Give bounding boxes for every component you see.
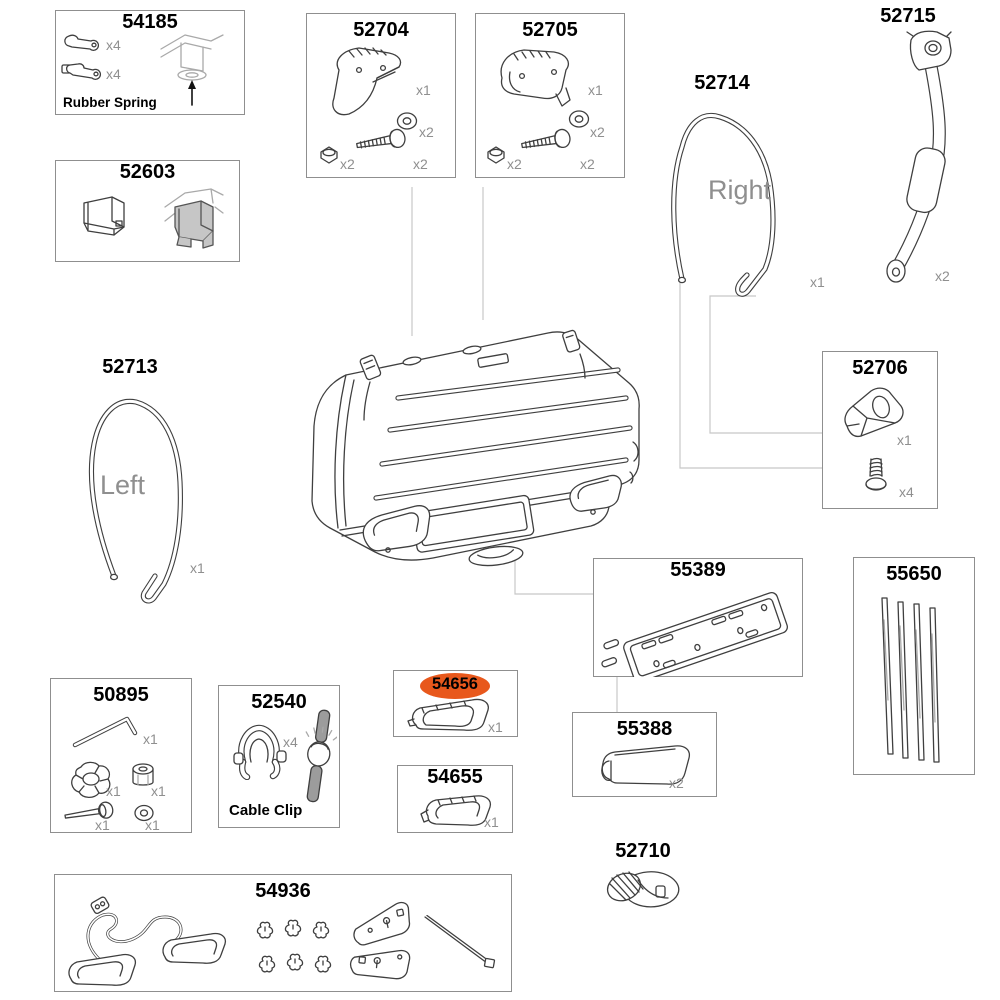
qty-label: x1 [190, 560, 205, 576]
cable-tie-icon [424, 915, 496, 969]
part-number-52714[interactable]: 52714 [694, 72, 750, 94]
washer-icon [396, 112, 418, 130]
qty-label: x2 [413, 156, 428, 172]
panel-55388[interactable]: 55388 x2 [572, 712, 717, 797]
allen-key-icon [72, 716, 138, 748]
lamp-icon [407, 698, 489, 731]
part-number: 50895 [93, 684, 149, 706]
panel-54185[interactable]: 54185 x4 x4 Rubber Spring [55, 10, 245, 115]
rubber-spring-lever-icon [61, 63, 102, 81]
knob-bolt-icon [606, 871, 680, 908]
qty-label: x2 [669, 775, 684, 791]
part-number: 52603 [119, 161, 176, 183]
part-number: 55388 [616, 718, 673, 740]
nut-icon [487, 146, 505, 164]
qty-label: x4 [283, 734, 298, 750]
part-number-52715[interactable]: 52715 [880, 5, 936, 27]
highlight-ellipse [420, 673, 490, 699]
qty-label: x1 [484, 814, 499, 830]
panel-52706[interactable]: 52706 x1 x4 [822, 351, 938, 509]
qty-label: x4 [106, 66, 121, 82]
qty-label: x2 [507, 156, 522, 172]
arrow-up-icon [188, 80, 196, 89]
right-frame-icon [671, 112, 776, 297]
screw-icon [865, 457, 887, 491]
qty-label: x1 [106, 783, 121, 799]
panel-54656[interactable]: 54656 x1 [393, 670, 518, 737]
qty-label: x1 [416, 82, 431, 98]
panel-52704[interactable]: 52704 x1 x2 x2 x2 [306, 13, 456, 178]
washer-icon [568, 110, 590, 128]
caption: Cable Clip [229, 802, 303, 819]
part-number: 54656 [432, 675, 478, 693]
part-number-52713[interactable]: 52713 [102, 356, 158, 378]
qty-label: x4 [899, 484, 914, 500]
panel-52705[interactable]: 52705 x1 x2 x2 x2 [475, 13, 625, 178]
bracket-icon [83, 196, 125, 236]
part-number: 52704 [353, 19, 409, 41]
strap-icon [886, 30, 952, 283]
part-number-52710[interactable]: 52710 [615, 840, 671, 862]
panel-52540[interactable]: 52540 x4 Cable Clip [218, 685, 340, 828]
qty-label: x2 [935, 268, 950, 284]
panel-55650[interactable]: 55650 [853, 557, 975, 775]
qty-label: x1 [488, 719, 503, 735]
qty-label: x1 [145, 817, 160, 833]
left-frame-icon [88, 398, 183, 604]
qty-label: x1 [897, 432, 912, 448]
panel-54655[interactable]: 54655 x1 [397, 765, 513, 833]
qty-label: x2 [340, 156, 355, 172]
knob-icon [71, 761, 111, 799]
qty-label: x1 [810, 274, 825, 290]
qty-label: x4 [106, 37, 121, 53]
panel-55389[interactable]: 55389 [593, 558, 803, 677]
side-label: Left [100, 470, 146, 500]
clip-set-icon [256, 919, 332, 973]
side-label: Right [708, 175, 772, 205]
part-number: 55389 [670, 559, 726, 581]
bolt-icon [356, 128, 406, 149]
part-number: 52540 [251, 691, 307, 713]
tensioner-cover-icon [332, 47, 402, 116]
cable-icon [305, 709, 337, 803]
trim-strips-icon [881, 597, 940, 763]
panel-54936[interactable]: 54936 [54, 874, 512, 992]
bolt-icon [64, 801, 114, 819]
cover-cap-icon [601, 745, 691, 785]
part-number: 55650 [886, 563, 942, 585]
gasket-plate-icon [349, 901, 411, 980]
part-number: 54655 [427, 766, 483, 788]
part-number: 54936 [255, 880, 311, 902]
nut-icon [320, 146, 338, 164]
part-number: 54185 [122, 11, 178, 33]
washer-icon [134, 804, 154, 822]
panel-50895[interactable]: 50895 x1 x1 x1 x1 [50, 678, 192, 833]
lamp-icon [420, 795, 492, 826]
mount-assembly-icon [160, 34, 224, 106]
qty-label: x2 [580, 156, 595, 172]
rubber-spring-lever-icon [64, 34, 100, 52]
qty-label: x1 [143, 731, 158, 747]
tensioner-cover-icon [500, 49, 571, 107]
panel-52603[interactable]: 52603 [55, 160, 240, 262]
cargo-box-icon [311, 329, 640, 567]
qty-label: x2 [590, 124, 605, 140]
qty-label: x1 [95, 817, 110, 833]
qty-label: x1 [588, 82, 603, 98]
bolt-icon [521, 128, 571, 149]
cable-clip-icon [233, 724, 287, 780]
bracket-installed-icon [164, 188, 224, 249]
part-number: 52705 [522, 19, 578, 41]
wiring-harness-icon [68, 896, 227, 986]
caption: Rubber Spring [63, 95, 157, 110]
qty-label: x1 [151, 783, 166, 799]
part-number: 52706 [852, 357, 908, 379]
qty-label: x2 [419, 124, 434, 140]
corner-bracket-icon [844, 387, 904, 438]
spacer-icon [132, 763, 154, 786]
plate-holder-icon [601, 591, 788, 677]
